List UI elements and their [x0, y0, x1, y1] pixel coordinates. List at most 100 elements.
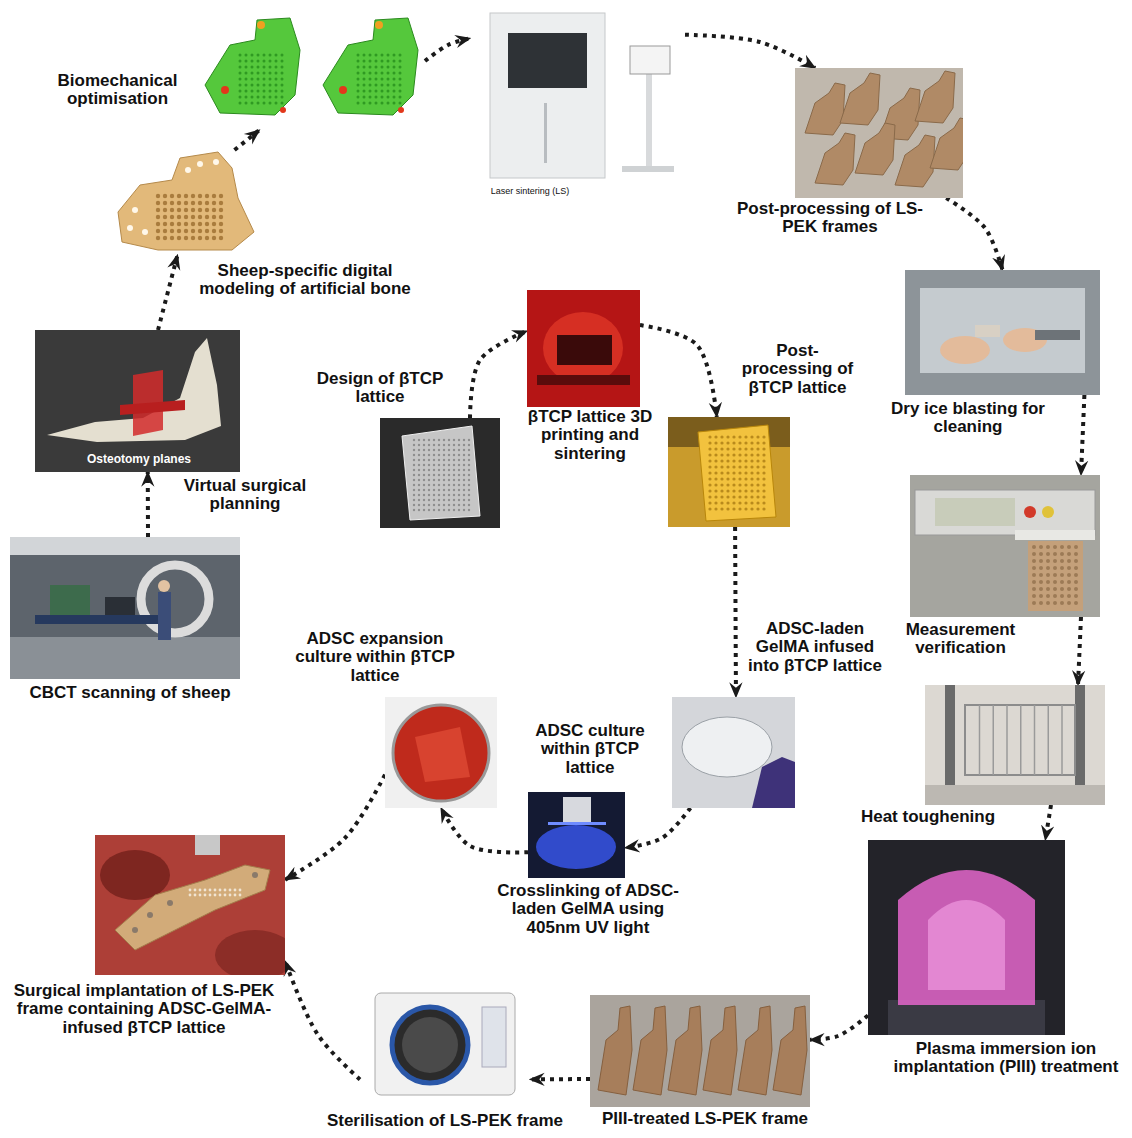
lattice-pore [1074, 594, 1078, 598]
step-panel: Surgical implantation of LS-PEK frame co… [95, 835, 285, 975]
lattice-pore [399, 102, 402, 105]
lattice-pore [453, 474, 455, 476]
lattice-pore [1053, 594, 1057, 598]
lattice-pore [413, 484, 415, 486]
lattice-pore [1032, 573, 1036, 577]
lattice-pore [756, 483, 759, 486]
photo-ground [385, 697, 497, 808]
lattice-pore [170, 201, 174, 205]
lattice-pore [281, 96, 284, 99]
lattice-pore [708, 435, 711, 438]
photo-ground [528, 792, 625, 878]
lattice-pore [170, 229, 174, 233]
lattice-pore [1067, 559, 1071, 563]
lattice-pore [433, 489, 435, 491]
step-panel: Sheep-specific digital modeling of artif… [110, 150, 260, 255]
lattice-pore [756, 489, 759, 492]
photo-ground [380, 418, 500, 528]
lattice-pore [708, 501, 711, 504]
lattice-pore [245, 84, 248, 87]
lattice-pore [381, 102, 384, 105]
stress-spot [280, 107, 286, 113]
lattice-pore [369, 66, 372, 69]
lattice-pore [726, 507, 729, 510]
lattice-pore [381, 90, 384, 93]
person [158, 580, 170, 592]
step-photo [925, 685, 1105, 805]
photo-detail [979, 705, 981, 775]
flow-arrow [640, 325, 717, 417]
lattice-pore [357, 60, 360, 63]
lattice-pore [714, 435, 717, 438]
photo-detail [1020, 705, 1022, 775]
lattice-pore [381, 54, 384, 57]
lattice-pore [732, 453, 735, 456]
lattice-pore [738, 459, 741, 462]
lattice-pore [468, 479, 470, 481]
lattice-pore [708, 477, 711, 480]
step-caption: Design of βTCP lattice [305, 370, 455, 407]
lattice-pore [428, 469, 430, 471]
lattice-pore [463, 509, 465, 511]
step-photo [672, 697, 795, 808]
step-caption: PIII-treated LS-PEK frame [585, 1110, 825, 1128]
lattice-pore [275, 72, 278, 75]
lattice-pore [744, 507, 747, 510]
lattice-pore [744, 483, 747, 486]
lattice-pore [212, 194, 216, 198]
lattice-pore [1046, 545, 1050, 549]
lattice-pore [463, 464, 465, 466]
lattice-pore [708, 453, 711, 456]
lattice-pore [750, 447, 753, 450]
photo-ground [905, 270, 1100, 395]
lattice-pore [428, 494, 430, 496]
lattice-pore [1067, 580, 1071, 584]
flow-arrow [441, 808, 528, 852]
lattice-pore [224, 894, 227, 897]
lattice-pore [1039, 580, 1043, 584]
flow-arrow [285, 775, 385, 880]
lattice-pore [463, 469, 465, 471]
lattice-pore [363, 60, 366, 63]
lattice-pore [239, 96, 242, 99]
lattice-pore [418, 509, 420, 511]
lattice-pore [732, 501, 735, 504]
instrument [195, 835, 220, 855]
lattice-pore [732, 471, 735, 474]
lattice-pore [762, 507, 765, 510]
lattice-pore [468, 439, 470, 441]
step-photo [668, 417, 790, 527]
lattice-pore [229, 894, 232, 897]
lattice-pore [433, 459, 435, 461]
lattice-pore [448, 454, 450, 456]
photo-detail [215, 930, 285, 975]
lattice-pore [1067, 573, 1071, 577]
lattice-pore [744, 453, 747, 456]
lattice-pore [1046, 601, 1050, 605]
lattice-pore [163, 215, 167, 219]
lattice-pore [209, 894, 212, 897]
lattice-pore [1067, 594, 1071, 598]
step-caption: Measurement verification [893, 621, 1028, 658]
screw [132, 927, 138, 933]
lattice-pore [1053, 601, 1057, 605]
lattice-pore [219, 236, 223, 240]
lattice-pore [428, 449, 430, 451]
step-photo [527, 290, 640, 407]
lattice-pore [219, 194, 223, 198]
glove [752, 757, 795, 808]
lattice-pore [443, 439, 445, 441]
lattice-pore [423, 509, 425, 511]
stress-spot [375, 21, 383, 29]
photo-detail [10, 537, 240, 555]
lattice-pore [177, 194, 181, 198]
lattice-pore [458, 504, 460, 506]
lattice-pore [357, 102, 360, 105]
lattice-pore [438, 489, 440, 491]
lattice-pore [239, 66, 242, 69]
lattice-pore [428, 444, 430, 446]
lattice-pore [1053, 573, 1057, 577]
lattice-pore [224, 889, 227, 892]
frame-part [1028, 541, 1083, 611]
lattice-pore [393, 54, 396, 57]
